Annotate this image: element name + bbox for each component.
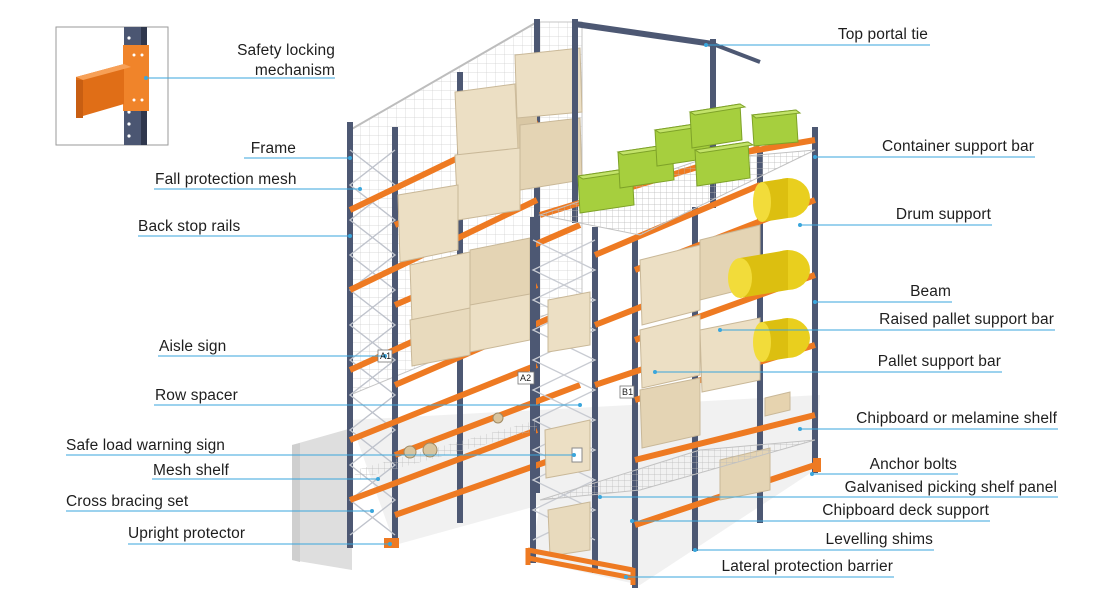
mesh-containers xyxy=(576,103,802,214)
aisle-marker-a2: A2 xyxy=(520,373,532,383)
label-back-stop-rails: Back stop rails xyxy=(138,218,241,235)
label-container-support-bar: Container support bar xyxy=(881,138,1034,155)
top-portal-tie xyxy=(574,21,761,64)
label-mesh-shelf: Mesh shelf xyxy=(153,462,229,479)
label-top-portal-tie: Top portal tie xyxy=(837,26,928,43)
safety-locking-inset xyxy=(55,26,169,146)
label-upright-protector: Upright protector xyxy=(128,525,246,542)
aisle-marker-b1: B1 xyxy=(622,387,634,397)
label-aisle-sign: Aisle sign xyxy=(159,338,227,355)
back-rack-pallets xyxy=(397,47,583,367)
label-chipboard-or-melamine-shelf: Chipboard or melamine shelf xyxy=(856,410,1057,427)
label-chipboard-deck-support: Chipboard deck support xyxy=(822,502,989,519)
label-fall-protection-mesh: Fall protection mesh xyxy=(155,171,297,188)
label-levelling-shims: Levelling shims xyxy=(825,531,933,548)
label-frame: Frame xyxy=(250,140,296,157)
label-drum-support: Drum support xyxy=(895,206,991,223)
label-pallet-support-bar: Pallet support bar xyxy=(877,353,1001,370)
label-cross-bracing-set: Cross bracing set xyxy=(66,493,189,510)
aisle-marker-a1: A1 xyxy=(380,351,392,361)
label-row-spacer: Row spacer xyxy=(155,387,238,404)
drums xyxy=(728,178,810,362)
label-galvanised-picking-shelf-panel: Galvanised picking shelf panel xyxy=(844,479,1057,496)
label-raised-pallet-support-bar: Raised pallet support bar xyxy=(879,311,1054,328)
end-wall-panel xyxy=(292,428,352,570)
front-rack-pallets xyxy=(544,224,791,557)
label-safety-locking-line2: mechanism xyxy=(254,62,335,79)
leader-dots xyxy=(144,43,817,579)
label-anchor-bolts: Anchor bolts xyxy=(869,456,957,473)
label-lateral-protection-barrier: Lateral protection barrier xyxy=(721,558,893,575)
leader-lines xyxy=(66,44,1058,578)
label-safe-load-warning-sign: Safe load warning sign xyxy=(66,437,226,454)
label-safety-locking-line1: Safety locking xyxy=(237,42,335,59)
label-beam: Beam xyxy=(910,283,951,300)
